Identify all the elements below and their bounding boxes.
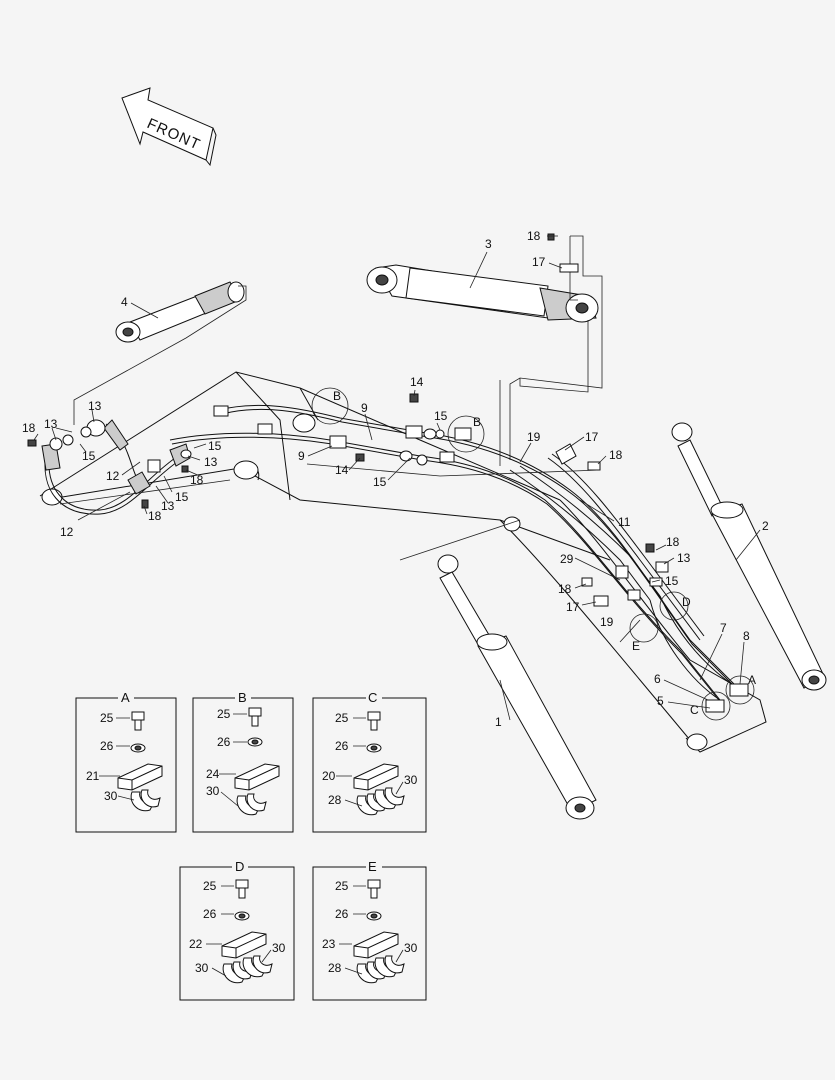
detail-A-washer: 26: [100, 739, 114, 753]
detail-C-halves-left: 28: [328, 793, 342, 807]
detail-marker-A: A: [748, 673, 756, 687]
front-direction-arrow: FRONT: [121, 87, 217, 167]
leader-lines: [33, 235, 761, 721]
detail-D-bolt: 25: [203, 879, 217, 893]
detail-E-halves-left: 28: [328, 961, 342, 975]
callout-12: 12: [60, 525, 74, 539]
callout-5: 5: [657, 694, 664, 708]
cylinder-3: [366, 235, 603, 466]
cylinder-1: [437, 554, 597, 820]
detail-B-washer: 26: [217, 735, 231, 749]
detail-D-halves-right: 30: [272, 941, 286, 955]
callout-3: 3: [485, 237, 492, 251]
callout-labels: 4 3 18 17 2 1 5 6 7 8 11 29 19 17 18 18 …: [22, 229, 769, 729]
detail-D-washer: 26: [203, 907, 217, 921]
callout-11: 11: [618, 515, 631, 529]
detail-D-halves-left: 30: [195, 961, 209, 975]
detail-marker-D: D: [682, 595, 691, 609]
callout-15: 15: [208, 439, 222, 453]
callout-29: 29: [560, 552, 574, 566]
detail-C-clamp: 20: [322, 769, 336, 783]
callout-19: 19: [527, 430, 541, 444]
callout-15: 15: [665, 574, 679, 588]
detail-B-bolt: 25: [217, 707, 231, 721]
detail-box-C: C 25 26 20 28 30: [312, 690, 427, 833]
callout-9: 9: [361, 401, 368, 415]
detail-A-clamp: 21: [86, 769, 100, 783]
callout-13: 13: [677, 551, 691, 565]
callout-12: 12: [106, 469, 120, 483]
detail-E-washer: 26: [335, 907, 349, 921]
callout-18: 18: [148, 509, 162, 523]
callout-8: 8: [743, 629, 750, 643]
detail-D-clamp: 22: [189, 937, 203, 951]
detail-B-clamp: 24: [206, 767, 220, 781]
callout-15: 15: [82, 449, 96, 463]
callout-2: 2: [762, 519, 769, 533]
detail-marker-E: E: [632, 639, 640, 653]
callout-14: 14: [410, 375, 424, 389]
cylinder-4: [73, 281, 247, 425]
callout-17: 17: [566, 600, 580, 614]
callout-15: 15: [434, 409, 448, 423]
callout-18: 18: [22, 421, 36, 435]
detail-A-halves: 30: [104, 789, 118, 803]
detail-B-halves: 30: [206, 784, 220, 798]
detail-box-E: E 25 26 23 28 30: [312, 859, 427, 1001]
callout-18: 18: [190, 473, 204, 487]
detail-E-title: E: [368, 859, 377, 874]
detail-circles: [311, 387, 755, 721]
detail-B-title: B: [238, 690, 247, 705]
callout-13: 13: [204, 455, 218, 469]
detail-marker-B: B: [473, 415, 481, 429]
callout-4: 4: [121, 295, 128, 309]
callout-9: 9: [298, 449, 305, 463]
detail-marker-C: C: [690, 703, 699, 717]
flexible-hoses-12: [41, 419, 191, 515]
cylinder-2: [671, 422, 827, 691]
callout-18: 18: [527, 229, 541, 243]
detail-A-title: A: [121, 690, 130, 705]
callout-14: 14: [335, 463, 349, 477]
callout-13: 13: [88, 399, 102, 413]
callout-15: 15: [373, 475, 387, 489]
detail-box-A: A 25 26 21 30: [75, 690, 177, 833]
detail-A-bolt: 25: [100, 711, 114, 725]
detail-marker-B: B: [333, 389, 341, 403]
callout-7: 7: [720, 621, 727, 635]
detail-E-halves-right: 30: [404, 941, 418, 955]
callout-17: 17: [585, 430, 599, 444]
callout-13: 13: [161, 499, 175, 513]
callout-18: 18: [558, 582, 572, 596]
detail-D-title: D: [235, 859, 244, 874]
boom-structure: [39, 371, 767, 753]
hose-lines: [169, 404, 743, 705]
detail-box-D: D 25 26 22 30 30: [179, 859, 295, 1001]
callout-18: 18: [666, 535, 680, 549]
detail-E-bolt: 25: [335, 879, 349, 893]
callout-18: 18: [609, 448, 623, 462]
detail-C-halves-right: 30: [404, 773, 418, 787]
callout-17: 17: [532, 255, 546, 269]
callout-13: 13: [44, 417, 58, 431]
detail-box-B: B 25 26 24 30: [192, 690, 294, 833]
callout-1: 1: [495, 715, 502, 729]
callout-6: 6: [654, 672, 661, 686]
detail-E-clamp: 23: [322, 937, 336, 951]
callout-15: 15: [175, 490, 189, 504]
detail-C-bolt: 25: [335, 711, 349, 725]
detail-C-title: C: [368, 690, 377, 705]
callout-19: 19: [600, 615, 614, 629]
detail-C-washer: 26: [335, 739, 349, 753]
